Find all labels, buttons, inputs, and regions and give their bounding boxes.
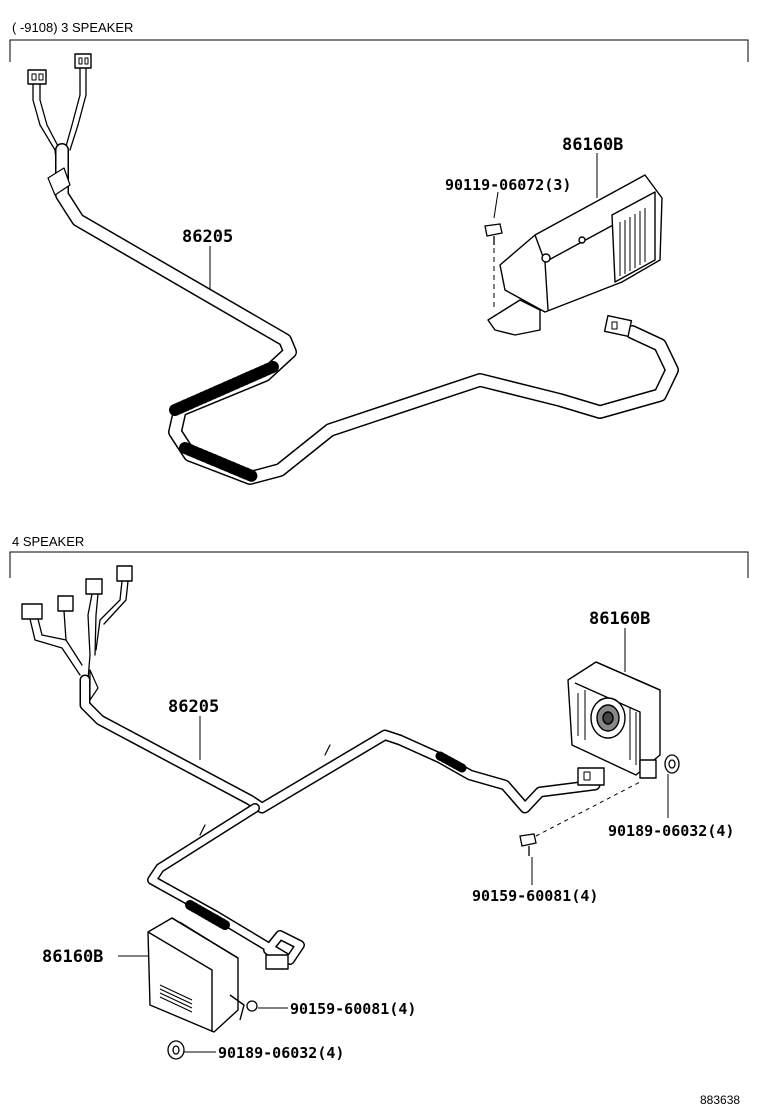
section1-title: ( -9108) 3 SPEAKER: [12, 20, 133, 35]
label-86160b-4spk-right: 86160B: [589, 609, 650, 629]
amplifier-86160b-4spk-right: [567, 661, 661, 779]
wire-harness-86205-4spk: [21, 565, 605, 970]
section2-title: 4 SPEAKER: [12, 534, 84, 549]
wire-harness-86205-3spk: [27, 53, 679, 485]
amplifier-86160b-4spk-left: [147, 917, 245, 1033]
label-90189-06032-left: 90189-06032(4): [218, 1044, 344, 1062]
amplifier-86160b-3spk: [487, 174, 663, 336]
section2-bracket: [9, 551, 749, 578]
label-90159-60081-left: 90159-60081(4): [290, 1000, 416, 1018]
label-90159-60081-right: 90159-60081(4): [472, 887, 598, 905]
leaders-section2: [118, 628, 669, 1053]
washer-90189-06032-right: [664, 754, 680, 774]
label-90119-06072: 90119-06072(3): [445, 176, 571, 194]
section1-bracket: [9, 39, 749, 62]
label-86160b-4spk-left: 86160B: [42, 947, 103, 967]
label-86205-3spk: 86205: [182, 227, 233, 247]
label-86205-4spk: 86205: [168, 697, 219, 717]
label-90189-06032-right: 90189-06032(4): [608, 822, 734, 840]
screw-90119-06072: [484, 223, 503, 310]
bolt-90159-60081-left: [246, 1000, 258, 1012]
label-86160b-3spk: 86160B: [562, 135, 623, 155]
leaders-section1: [209, 153, 598, 290]
washer-90189-06032-left: [167, 1040, 185, 1060]
figure-number: 883638: [700, 1093, 740, 1107]
bolt-90159-60081-right: [519, 781, 641, 856]
